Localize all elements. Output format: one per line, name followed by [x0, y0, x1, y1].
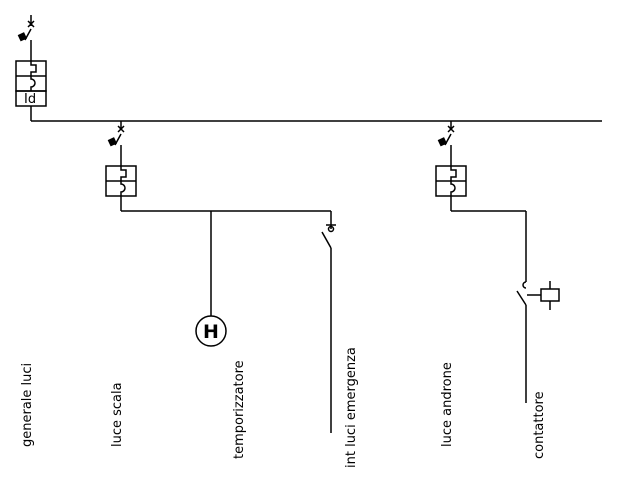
label-luce-androne: luce androne: [440, 362, 455, 447]
breaker-luce-androne: [435, 121, 526, 212]
breaker-luce-scala: [105, 121, 331, 212]
label-contattore: contattore: [532, 391, 547, 459]
timer-symbol: H: [203, 321, 219, 343]
main-breaker: Id: [15, 15, 47, 121]
label-temporizzatore: temporizzatore: [232, 360, 247, 459]
label-luce-scala: luce scala: [110, 382, 125, 447]
contactor: [516, 211, 560, 403]
differential-label: Id: [24, 92, 36, 107]
label-generale-luci: generale luci: [20, 363, 35, 447]
emergency-switch: [321, 211, 336, 433]
label-int-luci-emergenza: int luci emergenza: [344, 347, 359, 468]
timer: H: [195, 211, 227, 347]
